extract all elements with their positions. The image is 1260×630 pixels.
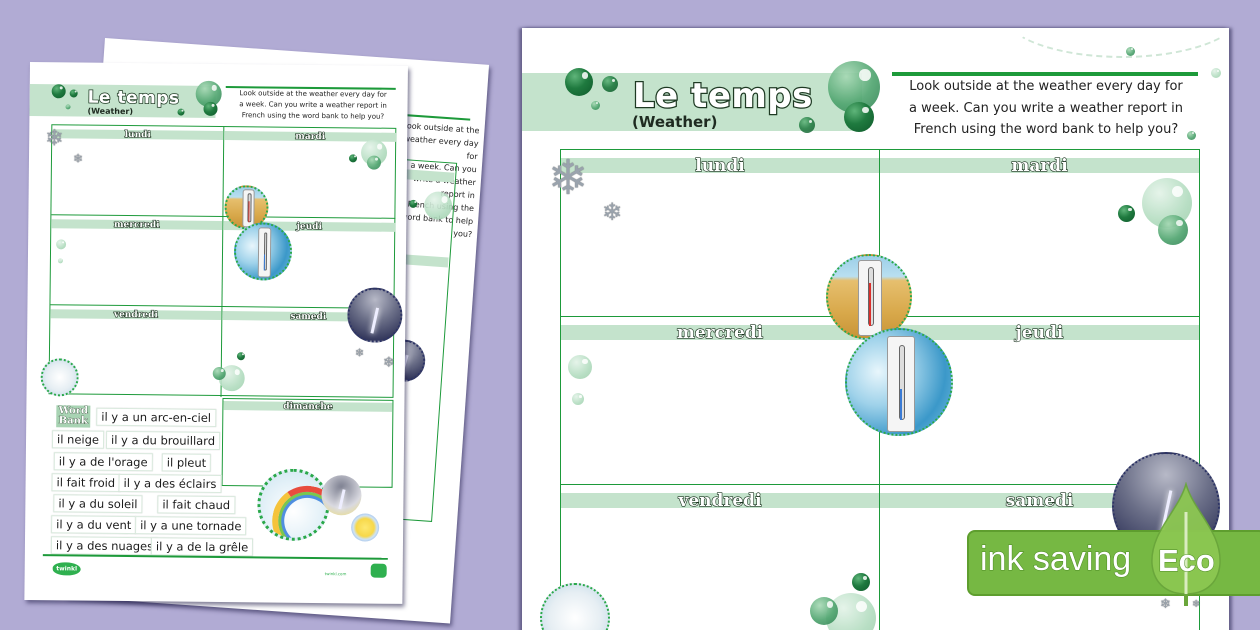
worksheet-title: Le temps: [87, 87, 181, 109]
bubble-decoration: [1158, 215, 1188, 245]
word-bank-phrase: il fait froid: [51, 473, 121, 492]
instructions-text: Look outside at the weather every day fo…: [909, 79, 1183, 137]
word-bank-phrase: il y a du vent: [51, 515, 137, 535]
day-cell-mercredi[interactable]: mercredi: [561, 317, 880, 485]
snowflake-icon: ❄: [45, 126, 64, 152]
bubble-decoration: [1118, 205, 1135, 222]
bubble-decoration: [203, 101, 218, 116]
eco-label: Eco: [1158, 543, 1216, 579]
cold-ice-thermometer-photo: [845, 328, 953, 436]
day-cell-mardi[interactable]: mardi: [880, 150, 1199, 317]
bubble-decoration: [1126, 47, 1135, 56]
day-grid: lundi mardi mercredi jeudi vendredi same…: [48, 124, 397, 398]
day-cell-lundi[interactable]: lundi: [561, 150, 880, 317]
snowflake-icon: ❄: [1160, 597, 1171, 612]
snow-photo: [40, 358, 79, 397]
worksheet-preview-front: Le temps (Weather) Look outside at the w…: [24, 62, 408, 604]
footer-rule: [42, 554, 388, 560]
bubble-decoration: [56, 239, 67, 250]
word-bank-phrase: il fait chaud: [157, 495, 236, 515]
rainbow-photo: [257, 468, 330, 542]
snowflake-icon: ❄: [602, 198, 623, 226]
bubble-decoration: [212, 366, 226, 381]
bubble-decoration: [572, 393, 584, 405]
twinkl-logo: twinkl: [52, 562, 81, 576]
word-bank-phrase: il y a un arc-en-ciel: [96, 407, 217, 427]
bubble-decoration: [568, 355, 592, 379]
bubble-decoration: [69, 89, 78, 98]
bubble-decoration: [852, 573, 870, 591]
day-grid: lundi mardi mercredi jeudi vendredi same…: [560, 149, 1200, 630]
snowflake-icon: ❄: [382, 354, 395, 371]
word-bank-phrase: il y a des nuages: [50, 536, 159, 556]
eco-badge-icon: [370, 563, 387, 578]
word-bank-phrase: il y a de la grêle: [150, 537, 254, 557]
bubble-decoration: [236, 352, 245, 361]
snowflake-icon: ❄: [354, 346, 365, 360]
sun-icon: [350, 513, 380, 542]
bubble-decoration: [57, 258, 63, 264]
worksheet-main: Le temps (Weather) Look outside at the w…: [522, 28, 1229, 630]
bubble-decoration: [1211, 68, 1221, 78]
bubble-decoration: [810, 597, 838, 625]
word-bank-phrase: il y a de l'orage: [53, 452, 153, 472]
instructions-text: Look outside at the weather every day fo…: [239, 89, 387, 121]
footer-url: twinkl.com: [324, 571, 347, 577]
bubble-decoration: [844, 102, 874, 132]
bubble-decoration: [51, 84, 66, 99]
bubble-decoration: [366, 155, 382, 170]
bubble-decoration: [348, 154, 358, 163]
bubble-decoration: [602, 76, 618, 92]
rainbow-icon: [266, 480, 330, 542]
snowflake-icon: ❄: [1192, 599, 1201, 610]
day-cell-jeudi[interactable]: jeudi: [880, 317, 1199, 485]
dashed-decoration: [1002, 28, 1229, 58]
bubble-decoration: [65, 104, 71, 110]
word-bank-phrase: il y a des éclairs: [118, 473, 222, 494]
instructions-rule: [892, 72, 1198, 76]
word-bank-phrase: il pleut: [161, 453, 212, 472]
thunder-cloud-icon: [321, 475, 362, 516]
leaf-icon: [1151, 482, 1221, 606]
snowflake-icon: ❄: [72, 151, 84, 166]
bubble-decoration: [565, 68, 593, 96]
bubble-decoration: [177, 108, 185, 116]
worksheet-subtitle: (Weather): [87, 106, 134, 117]
word-bank-title: Word Bank: [56, 405, 91, 428]
day-cell-lundi[interactable]: lundi: [51, 125, 225, 218]
cold-ice-thermometer-photo: [233, 222, 293, 281]
day-cell-mercredi[interactable]: mercredi: [50, 215, 224, 308]
word-bank-phrase: il y a du soleil: [53, 494, 143, 514]
word-bank-phrase: il y a du brouillard: [105, 430, 221, 451]
bubble-decoration: [1187, 131, 1196, 140]
word-bank-phrase: il y a une tornade: [135, 516, 247, 536]
bubble-decoration: [591, 101, 600, 110]
ink-saving-text: ink saving: [979, 540, 1132, 579]
storm-photo: [347, 287, 403, 343]
day-cell-vendredi[interactable]: vendredi: [561, 485, 880, 630]
hot-desert-thermometer-photo: [826, 254, 912, 340]
snowflake-icon: ❄: [548, 150, 589, 206]
bubble-decoration: [799, 117, 815, 133]
word-bank-phrase: il neige: [51, 430, 105, 449]
worksheet-subtitle: (Weather): [632, 113, 718, 131]
worksheet-title: Le temps: [632, 75, 814, 118]
